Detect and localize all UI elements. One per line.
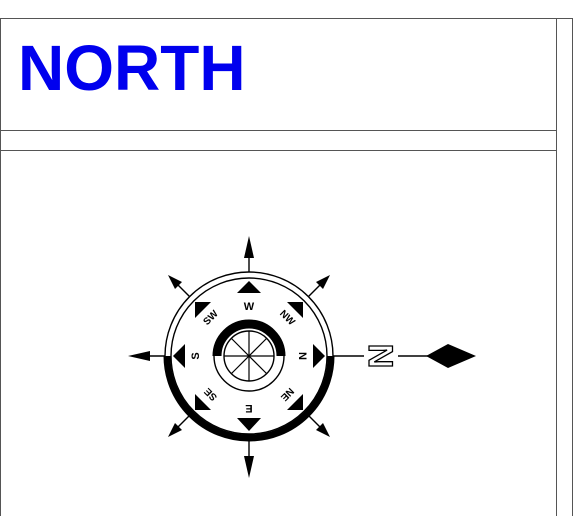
label-n: N	[296, 352, 308, 360]
left-border	[0, 18, 1, 516]
north-indicator-letter: N	[361, 344, 399, 369]
header-divider-lower	[0, 150, 557, 151]
page-title: NORTH	[18, 36, 246, 100]
inner-spokes	[224, 331, 274, 381]
north-arrow-icon	[426, 344, 476, 368]
label-e: E	[245, 402, 252, 414]
header-divider	[0, 130, 557, 131]
right-border	[556, 18, 557, 516]
north-indicator: N	[361, 344, 476, 369]
top-border	[0, 18, 573, 19]
label-s: S	[190, 352, 202, 359]
label-w: W	[244, 301, 255, 313]
compass-rose: W E S N SW NW SE NE N	[110, 222, 490, 492]
